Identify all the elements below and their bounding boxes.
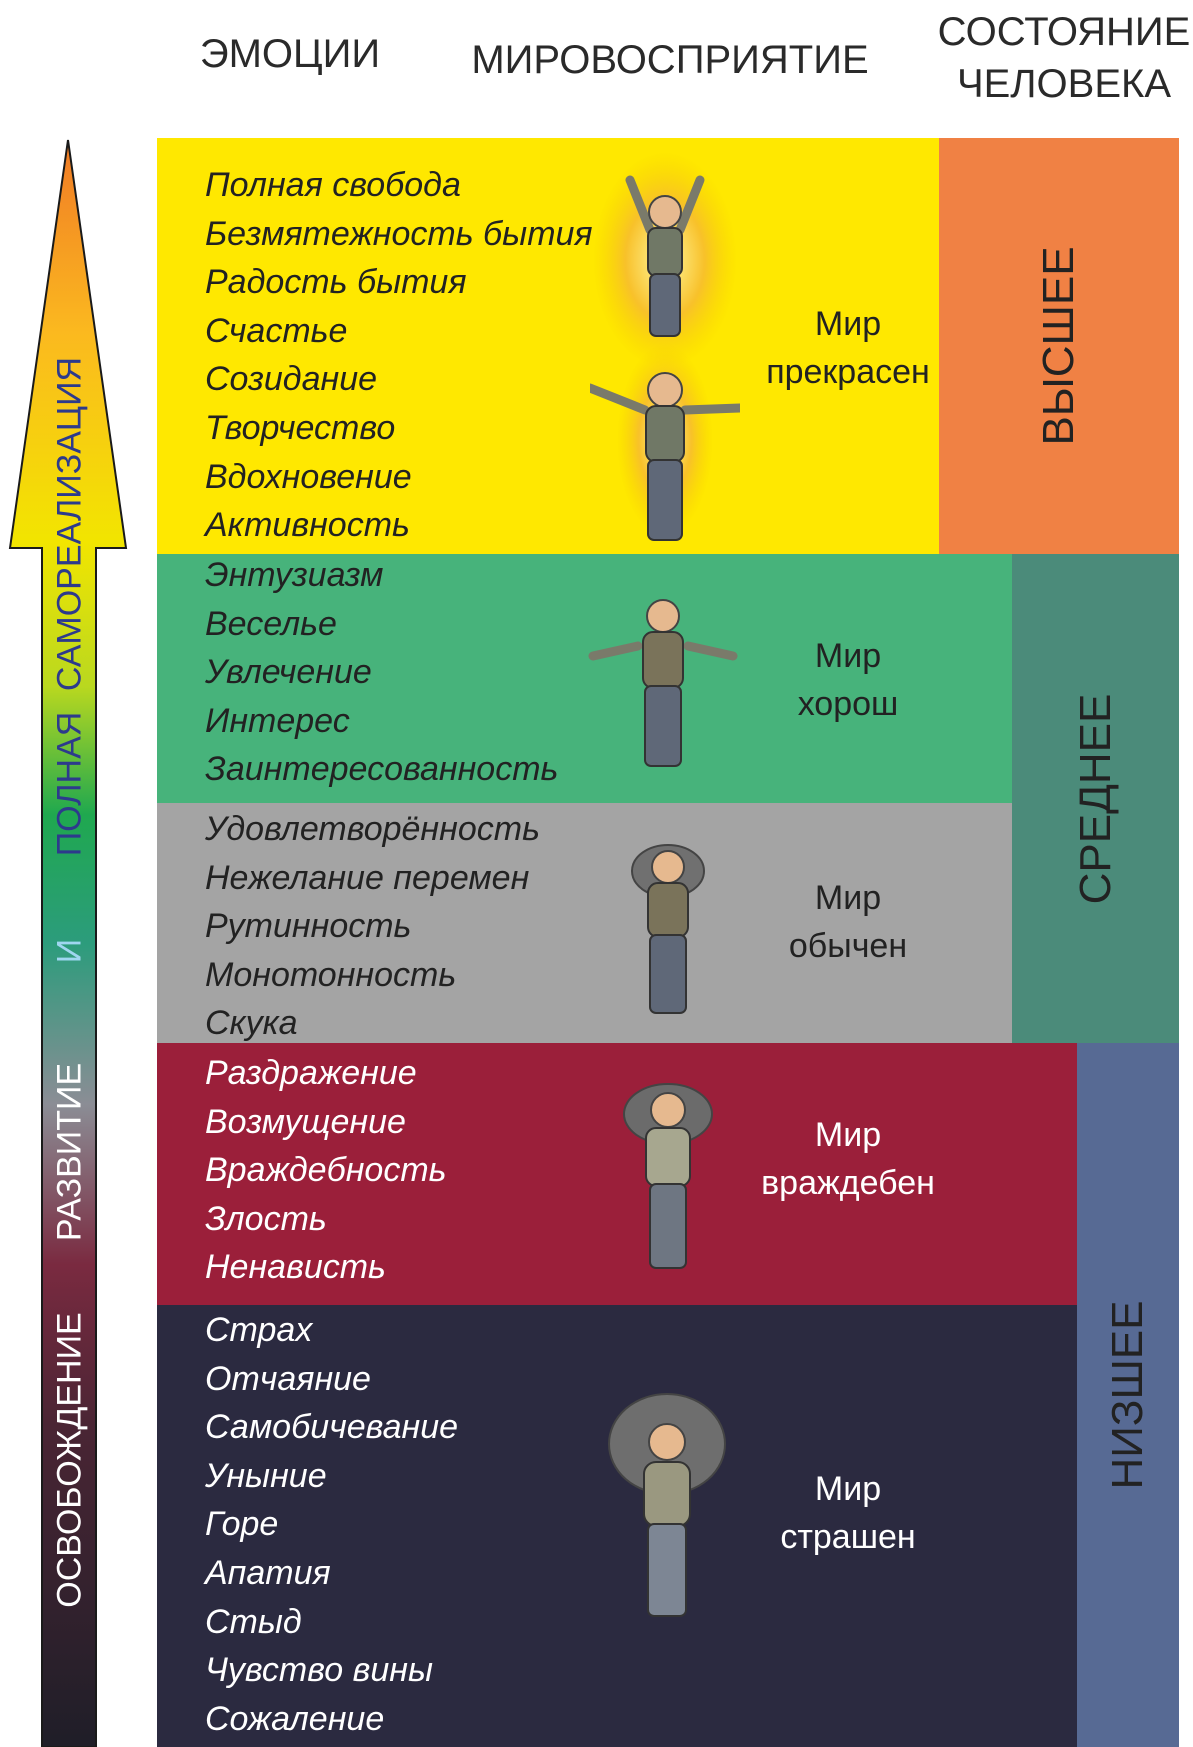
emotion-item: Отчаяние bbox=[205, 1359, 371, 1398]
emotion-item: Апатия bbox=[205, 1553, 331, 1592]
emotion-item: Враждебность bbox=[205, 1151, 447, 1190]
worldview-label: Мир обычен bbox=[788, 879, 908, 965]
emotion-item: Ненависть bbox=[205, 1248, 386, 1287]
emotion-item: Творчество bbox=[205, 408, 396, 447]
emotion-list: Полная свобода Безмятежность бытия Радос… bbox=[205, 161, 593, 550]
emotion-item: Безмятежность бытия bbox=[205, 214, 593, 253]
emotion-item: Созидание bbox=[205, 360, 378, 399]
header-human-state: СОСТОЯНИЕ ЧЕЛОВЕКА bbox=[935, 6, 1193, 110]
band-ordinary bbox=[157, 803, 1012, 1043]
emotion-item: Возмущение bbox=[205, 1102, 406, 1141]
arrow-label-development: РАЗВИТИЕ bbox=[50, 1062, 89, 1242]
emotion-item: Чувство вины bbox=[205, 1651, 433, 1690]
self-realization-arrow bbox=[8, 139, 128, 1747]
arrow-label-self-realization: САМОРЕАЛИЗАЦИЯ bbox=[50, 356, 89, 692]
emotion-item: Радость бытия bbox=[205, 263, 467, 302]
state-lowest: НИЗШЕЕ bbox=[1077, 1043, 1179, 1747]
emotion-item: Уныние bbox=[205, 1456, 327, 1495]
band-scary bbox=[157, 1305, 1077, 1747]
emotion-list: Страх Отчаяние Самобичевание Уныние Горе… bbox=[205, 1306, 458, 1743]
worldview-label: Мир страшен bbox=[780, 1470, 916, 1556]
emotion-item: Вдохновение bbox=[205, 457, 412, 496]
emotion-item: Активность bbox=[205, 506, 410, 545]
emotion-item: Злость bbox=[205, 1199, 327, 1238]
emotion-item: Сожаление bbox=[205, 1699, 385, 1738]
person-figure-scared bbox=[608, 1393, 726, 1617]
emotion-item: Монотонность bbox=[205, 955, 457, 994]
emotion-item: Удовлетворённость bbox=[205, 810, 540, 848]
emotion-item: Раздражение bbox=[205, 1054, 417, 1092]
emotion-item: Полная свобода bbox=[205, 166, 461, 204]
emotion-item: Стыд bbox=[205, 1602, 302, 1641]
emotion-item: Увлечение bbox=[205, 653, 372, 692]
band-hostile bbox=[157, 1043, 1077, 1305]
worldview-label: Мир враждебен bbox=[761, 1116, 935, 1202]
band-good bbox=[157, 554, 1012, 803]
arrow-label-liberation: ОСВОБОЖДЕНИЕ bbox=[50, 1312, 89, 1608]
emotion-item: Веселье bbox=[205, 604, 337, 643]
person-figure-content bbox=[588, 599, 738, 767]
arrow-shape bbox=[8, 139, 128, 1747]
arrow-label-full: ПОЛНАЯ bbox=[50, 711, 89, 857]
emotion-item: Рутинность bbox=[205, 907, 412, 946]
emotion-item: Горе bbox=[205, 1505, 279, 1544]
band-highest bbox=[157, 138, 939, 554]
person-figure-joyful bbox=[590, 152, 740, 541]
worldview-label: Мир прекрасен bbox=[766, 305, 930, 391]
emotion-item: Счастье bbox=[205, 311, 348, 350]
header-state-line1: СОСТОЯНИЕ bbox=[937, 10, 1191, 54]
header-worldview: МИРОВОСПРИЯТИЕ bbox=[471, 38, 869, 82]
emotion-list: Энтузиазм Веселье Увлечение Интерес Заин… bbox=[205, 551, 558, 794]
person-figure-bored bbox=[631, 844, 705, 1014]
emotion-item: Интерес bbox=[205, 701, 350, 740]
emotion-item: Энтузиазм bbox=[205, 556, 384, 594]
state-highest: ВЫСШЕЕ bbox=[939, 138, 1179, 554]
header-state-line2: ЧЕЛОВЕКА bbox=[956, 62, 1172, 106]
state-label-lowest: НИЗШЕЕ bbox=[1103, 1300, 1152, 1490]
arrow-label-and: И bbox=[50, 938, 89, 964]
state-label-highest: ВЫСШЕЕ bbox=[1034, 246, 1083, 446]
person-figure-hostile bbox=[623, 1083, 713, 1269]
header-emotions: ЭМОЦИИ bbox=[199, 32, 381, 76]
state-label-middle: СРЕДНЕЕ bbox=[1070, 693, 1120, 904]
state-middle: СРЕДНЕЕ bbox=[1012, 554, 1179, 1043]
worldview-label: Мир хорош bbox=[797, 637, 899, 723]
emotion-list: Удовлетворённость Нежелание перемен Рути… bbox=[205, 805, 540, 1048]
emotion-item: Заинтересованность bbox=[205, 750, 559, 789]
emotion-list: Раздражение Возмущение Враждебность Злос… bbox=[205, 1049, 447, 1292]
emotion-item: Самобичевание bbox=[205, 1408, 459, 1447]
emotion-item: Нежелание перемен bbox=[205, 858, 530, 897]
emotion-item: Скука bbox=[205, 1004, 298, 1043]
emotion-item: Страх bbox=[205, 1311, 313, 1349]
